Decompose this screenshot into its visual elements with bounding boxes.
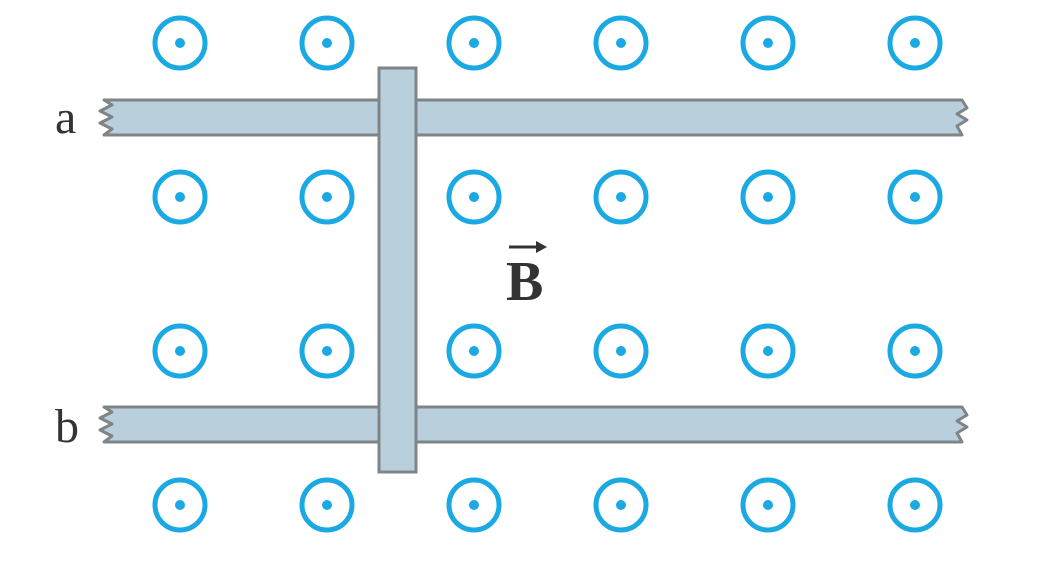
dot-in-circle-icon (740, 477, 796, 533)
dot-in-circle-icon (152, 477, 208, 533)
dot-in-circle-icon (740, 169, 796, 225)
dot-in-circle-icon (152, 169, 208, 225)
rail-b (98, 405, 969, 444)
dot-in-circle-icon (299, 15, 355, 71)
rail-a-label: a (55, 91, 76, 144)
dot-in-circle-icon (299, 323, 355, 379)
field-label-text: B (506, 251, 543, 313)
dot-in-circle-icon (446, 15, 502, 71)
dot-in-circle-icon (887, 323, 943, 379)
sliding-rod (377, 66, 418, 474)
rail-a (98, 98, 969, 137)
magnetic-field-symbols (152, 15, 943, 533)
dot-in-circle-icon (446, 477, 502, 533)
dot-in-circle-icon (299, 169, 355, 225)
dot-in-circle-icon (152, 15, 208, 71)
dot-in-circle-icon (887, 15, 943, 71)
dot-in-circle-icon (740, 323, 796, 379)
dot-in-circle-icon (593, 477, 649, 533)
dot-in-circle-icon (446, 169, 502, 225)
dot-in-circle-icon (887, 169, 943, 225)
dot-in-circle-icon (887, 477, 943, 533)
dot-in-circle-icon (593, 15, 649, 71)
dot-in-circle-icon (299, 477, 355, 533)
rail-b-label: b (55, 400, 79, 453)
field-vector-label: B (506, 241, 547, 313)
dot-in-circle-icon (152, 323, 208, 379)
dot-in-circle-icon (593, 169, 649, 225)
vector-arrow-head (536, 241, 547, 253)
dot-in-circle-icon (740, 15, 796, 71)
dot-in-circle-icon (446, 323, 502, 379)
dot-in-circle-icon (593, 323, 649, 379)
